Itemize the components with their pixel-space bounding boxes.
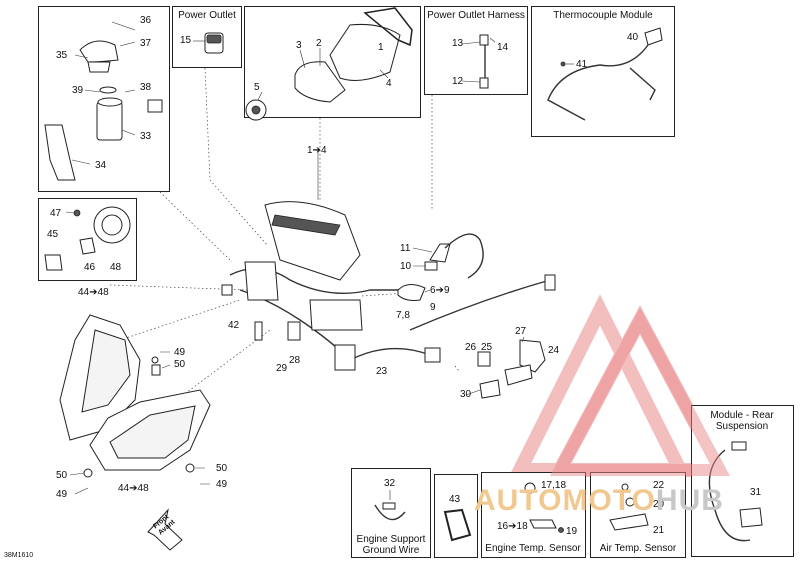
callout-17-18: 17,18 <box>541 480 567 491</box>
callout-19: 19 <box>566 526 578 537</box>
callout-50-left: 50 <box>56 470 68 481</box>
callout-43: 43 <box>449 494 461 505</box>
callout-1: 1 <box>378 42 384 53</box>
callout-12: 12 <box>452 76 464 87</box>
callout-21: 21 <box>653 525 665 536</box>
callout-46: 46 <box>84 262 96 273</box>
callout-40: 40 <box>627 32 639 43</box>
watermark-text: AUTOMOTOHUB <box>474 484 724 518</box>
callout-50-right: 50 <box>216 463 228 474</box>
callout-32: 32 <box>384 478 396 489</box>
callout-44-to-48-bottom: 44➔48 <box>118 483 149 494</box>
document-id: 38M1610 <box>4 552 34 559</box>
panel-power-outlet <box>172 6 242 68</box>
panel-title-engine-support: Engine Support <box>356 534 426 545</box>
callout-11: 11 <box>400 243 411 254</box>
callout-42: 42 <box>228 320 240 331</box>
callout-50-top: 50 <box>174 359 186 370</box>
callout-23: 23 <box>376 366 388 377</box>
callout-49-top: 49 <box>174 347 186 358</box>
callout-10: 10 <box>400 261 412 272</box>
callout-47: 47 <box>50 208 62 219</box>
callout-37: 37 <box>140 38 152 49</box>
panel-title-power-outlet-harness: Power Outlet Harness <box>427 10 525 21</box>
callout-45: 45 <box>47 229 59 240</box>
callout-16-to-18: 16➔18 <box>497 521 528 532</box>
headlight-housing-drawing <box>59 314 211 495</box>
callout-15: 15 <box>180 35 192 46</box>
callout-7-8: 7,8 <box>396 310 410 321</box>
callout-34: 34 <box>95 160 107 171</box>
callout-49-left: 49 <box>56 489 68 500</box>
callout-13: 13 <box>452 38 464 49</box>
panel-title-suspension: Suspension <box>715 421 769 432</box>
callout-49-right: 49 <box>216 479 228 490</box>
callout-30: 30 <box>460 389 472 400</box>
panel-title-power-outlet: Power Outlet <box>178 10 236 21</box>
callout-26: 26 <box>465 342 477 353</box>
bracket-drawing <box>465 336 546 399</box>
callout-35: 35 <box>56 50 68 61</box>
callout-44-to-48: 44➔48 <box>78 287 109 298</box>
callout-36: 36 <box>140 15 152 26</box>
watermark-text-1: AUTOMOTO <box>474 484 656 517</box>
panel-gauge-cluster <box>244 6 421 118</box>
panel-thermocouple-module <box>531 6 675 137</box>
callout-20: 20 <box>653 499 665 510</box>
callout-4: 4 <box>386 78 392 89</box>
main-harness-drawing <box>221 150 556 371</box>
tether-cord-drawing <box>397 233 484 301</box>
callout-31: 31 <box>750 487 762 498</box>
callout-3: 3 <box>296 40 302 51</box>
panel-title-module-rear: Module - Rear <box>710 410 774 421</box>
callout-33: 33 <box>140 131 152 142</box>
panel-title-ground-wire: Ground Wire <box>362 545 420 556</box>
callout-14: 14 <box>497 42 509 53</box>
panel-part-43 <box>434 474 478 558</box>
callout-25: 25 <box>481 342 493 353</box>
panel-title-thermocouple-module: Thermocouple Module <box>553 10 653 21</box>
callout-41: 41 <box>576 59 588 70</box>
callout-2: 2 <box>316 38 322 49</box>
callout-9: 9 <box>430 302 436 313</box>
callout-27: 27 <box>515 326 527 337</box>
callout-28: 28 <box>289 355 301 366</box>
callout-22: 22 <box>653 480 665 491</box>
callout-6-to-9: 6➔9 <box>430 285 450 296</box>
watermark-text-2: HUB <box>655 484 724 517</box>
callout-48: 48 <box>110 262 122 273</box>
callout-39: 39 <box>72 85 84 96</box>
panel-title-engine-temp-sensor: Engine Temp. Sensor <box>485 543 581 554</box>
callout-29: 29 <box>276 363 288 374</box>
callout-38: 38 <box>140 82 152 93</box>
callout-1-to-4: 1➔4 <box>307 145 327 156</box>
panel-title-air-temp-sensor: Air Temp. Sensor <box>599 543 677 554</box>
callout-24: 24 <box>548 345 560 356</box>
front-arrow-icon <box>147 508 183 551</box>
watermark-logo <box>508 294 732 477</box>
callout-5: 5 <box>254 82 260 93</box>
